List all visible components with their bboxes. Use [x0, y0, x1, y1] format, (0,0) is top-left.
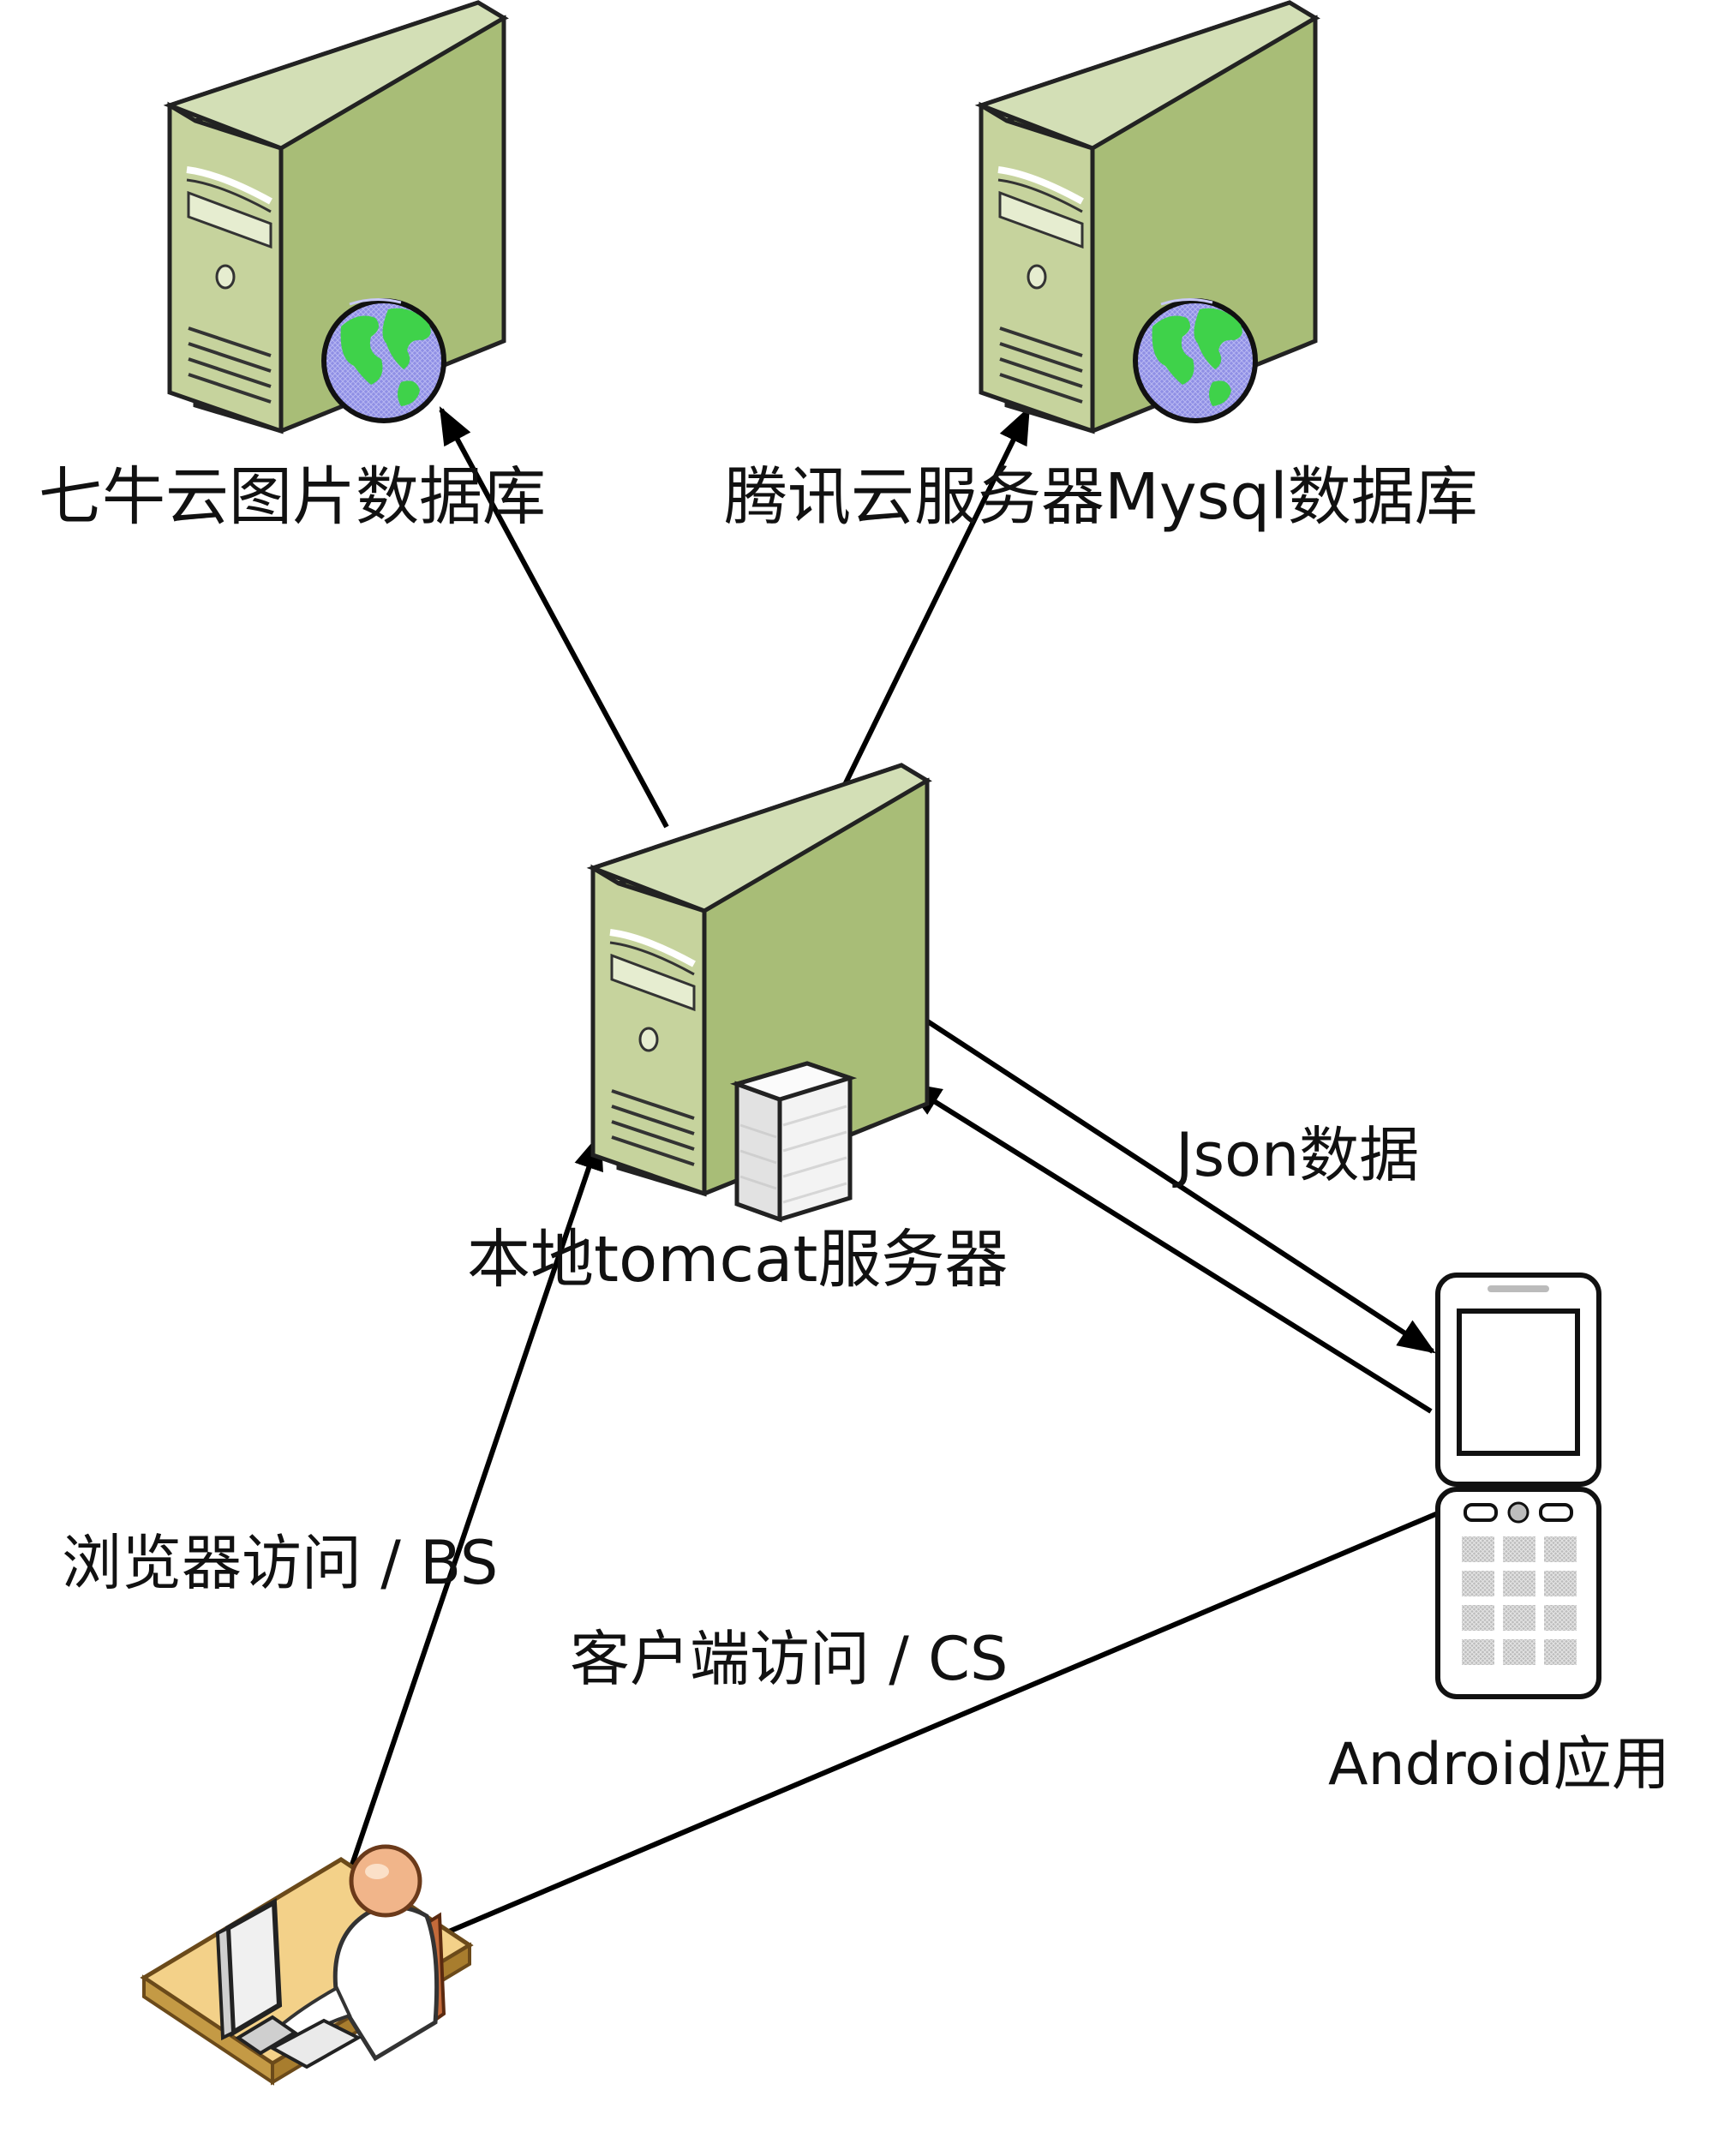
web-server-icon — [170, 3, 504, 431]
tomcat-label: 本地tomcat服务器 — [467, 1223, 1008, 1297]
qiniu-server: 七牛云图片数据库 — [39, 3, 546, 534]
firewall-icon — [729, 1061, 858, 1223]
arrow-tomcat-to-qiniu — [439, 406, 669, 829]
arrow-user-to-android — [431, 1477, 1521, 1941]
edge-label-json-data: Json数据 — [1172, 1120, 1419, 1190]
server-firewall-icon — [593, 765, 927, 1223]
arrow-tomcat-to-android — [900, 1002, 1436, 1354]
edge-label-client-access: 客户端访问 / CS — [570, 1624, 1008, 1694]
connections — [308, 406, 1521, 1989]
tencent-label: 腾讯云服务器Mysql数据库 — [724, 460, 1478, 534]
user-at-desk-icon — [140, 1844, 474, 2086]
android-device: Android应用 — [1328, 1273, 1670, 1799]
tomcat-server: 本地tomcat服务器 — [467, 765, 1008, 1297]
edge-label-browser-access: 浏览器访问 / BS — [62, 1528, 498, 1598]
web-server-icon — [981, 3, 1315, 431]
qiniu-label: 七牛云图片数据库 — [39, 460, 546, 534]
mobile-phone-icon — [1435, 1273, 1601, 1699]
arrow-android-to-tomcat — [903, 1081, 1433, 1414]
tencent-server: 腾讯云服务器Mysql数据库 — [724, 3, 1478, 534]
arrow-tomcat-to-tencent — [837, 406, 1031, 797]
android-label: Android应用 — [1328, 1731, 1670, 1799]
arrow-user-to-tomcat — [308, 1131, 603, 1989]
